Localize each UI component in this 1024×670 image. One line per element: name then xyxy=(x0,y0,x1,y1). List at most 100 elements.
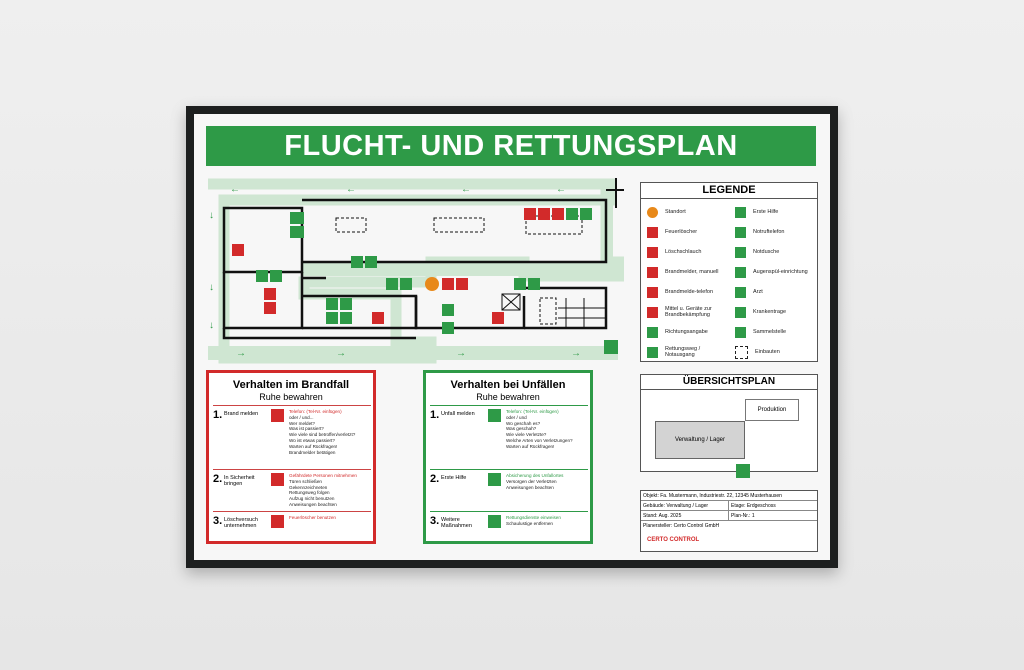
first-aid-sign-icon xyxy=(488,409,501,422)
legend-item-label: Augenspül-einrichtung xyxy=(753,269,808,275)
eyewash-icon xyxy=(735,266,746,278)
svg-text:→: → xyxy=(336,348,346,359)
fire-safety-sign-icon xyxy=(271,515,284,528)
overview-plan: ÜBERSICHTSPLAN Produktion Verwaltung / L… xyxy=(640,374,818,472)
info-creator: Planersteller: Certo Control GmbH xyxy=(643,523,720,529)
legend-item-label: Krankentrage xyxy=(753,309,787,315)
step-number: 3. xyxy=(430,515,440,527)
step-details: Feuerlöscher benutzen xyxy=(289,515,371,521)
certo-control-logo: CERTO CONTROL xyxy=(647,537,700,543)
step-detail-line: Gekennzeichneten xyxy=(289,484,328,490)
step-number: 2. xyxy=(430,473,440,485)
info-date: Stand: Aug. 2025 xyxy=(641,511,729,521)
firefighting-equipment-icon xyxy=(647,306,658,318)
step-divider xyxy=(213,511,371,512)
svg-text:→: → xyxy=(571,348,581,359)
legend-heading: LEGENDE xyxy=(641,183,817,199)
step-detail-line: Warten auf Rückfragen! xyxy=(506,443,555,449)
legend-item-label: Erste Hilfe xyxy=(753,209,779,215)
svg-text:←: ← xyxy=(556,184,566,195)
accident-subheading: Ruhe bewahren xyxy=(476,392,540,402)
legend-item-label: Mittel u. Geräte zur Brandbekämpfung xyxy=(665,306,712,318)
plan-info-block: Objekt: Fa. Mustermann, Industriestr. 22… xyxy=(640,490,818,552)
legend-item: Krankentrage xyxy=(729,302,817,322)
legend-item-label: Löschschlauch xyxy=(665,249,702,255)
step-detail-line: Wie viele Verletzte? xyxy=(506,432,547,438)
legend-item: Notruftelefon xyxy=(729,222,817,242)
assembly-point-icon xyxy=(736,464,750,478)
legend-item: Sammelstelle xyxy=(729,322,817,342)
info-building: Gebäude: Verwaltung / Lager xyxy=(641,501,729,511)
step-detail-line: Telefon: (Tel-Nr. einfügen) xyxy=(289,409,342,414)
legend-item: Arzt xyxy=(729,282,817,302)
fire-hose-icon xyxy=(647,246,658,258)
info-floor: Etage: Erdgeschoss xyxy=(729,501,817,511)
step-detail-line: Aufzug nicht benutzen xyxy=(289,496,335,502)
step-detail-line: Anweisungen beachten xyxy=(289,501,337,507)
legend-item: Erste Hilfe xyxy=(729,202,817,222)
step-divider xyxy=(430,511,588,512)
step-detail-line: oder / und xyxy=(506,414,527,420)
evacuation-plan-sheet: FLUCHT- UND RETTUNGSPLAN xyxy=(194,114,830,560)
step-detail-line: Wer meldet? xyxy=(289,420,315,426)
legend-item-label: Arzt xyxy=(753,289,763,295)
emergency-phone-icon xyxy=(735,226,746,238)
fire-alarm-icon xyxy=(647,266,658,278)
legend-item-label: Brandmelder, manuell xyxy=(665,269,719,275)
step-detail-line: Schaulustige entfernen xyxy=(506,520,553,526)
accident-heading: Verhalten bei Unfällen xyxy=(450,379,566,391)
step-number: 2. xyxy=(213,473,223,485)
step-detail-line: Welche Arten von Verletzungen? xyxy=(506,437,573,443)
step-detail-line: Wie viele sind betroffen/verletzt? xyxy=(289,432,356,438)
step-divider xyxy=(430,469,588,470)
legend-item-label: Einbauten xyxy=(755,349,780,355)
direction-arrow-icon xyxy=(647,326,658,338)
step-detail-line: Versorgen der Verletzten xyxy=(506,478,557,484)
step-detail-line: Türen schließen xyxy=(289,478,322,484)
legend-item-label: Rettungsweg / Notausgang xyxy=(665,346,701,358)
legend-item: Notdusche xyxy=(729,242,817,262)
legend-item-label: Notruftelefon xyxy=(753,229,785,235)
legend-item: Brandmelde-telefon xyxy=(641,282,729,302)
step-number: 1. xyxy=(430,409,440,421)
step-detail-line: Absicherung des Unfallortes xyxy=(506,473,564,478)
fire-safety-sign-icon xyxy=(271,473,284,486)
floor-plan: ←←←← →→→→ ↓↓↓ xyxy=(206,178,624,368)
svg-text:↓: ↓ xyxy=(209,210,214,221)
step-detail-line: Telefon: (Tel-Nr. einfügen) xyxy=(506,409,559,414)
legend-item-label: Standort xyxy=(665,209,686,215)
legend-item: Mittel u. Geräte zur Brandbekämpfung xyxy=(641,302,729,322)
step-divider xyxy=(213,405,371,406)
legend-item: Brandmelder, manuell xyxy=(641,262,729,282)
overview-admin-storage: Verwaltung / Lager xyxy=(655,421,745,459)
legend-item: Löschschlauch xyxy=(641,242,729,262)
step-details: Telefon: (Tel-Nr. einfügen)oder / und...… xyxy=(289,409,371,455)
emergency-shower-icon xyxy=(735,246,746,258)
legend-item-label: Brandmelde-telefon xyxy=(665,289,714,295)
step-title: Unfall melden xyxy=(441,411,475,417)
first-aid-sign-icon xyxy=(488,515,501,528)
fire-phone-icon xyxy=(647,286,658,298)
svg-text:←: ← xyxy=(461,184,471,195)
step-title: Löschversuch unternehmen xyxy=(224,517,258,529)
legend-item: Richtungsangabe xyxy=(641,322,729,342)
fire-safety-sign-icon xyxy=(271,409,284,422)
legend-item: Rettungsweg / Notausgang xyxy=(641,342,729,362)
legend-item: Feuerlöscher xyxy=(641,222,729,242)
legend-item-label: Notdusche xyxy=(753,249,780,255)
fire-extinguisher-icon xyxy=(647,226,658,238)
plan-title: FLUCHT- UND RETTUNGSPLAN xyxy=(206,126,816,166)
step-detail-line: Was geschah? xyxy=(506,426,537,432)
step-detail-line: Feuerlöscher benutzen xyxy=(289,515,336,520)
step-detail-line: Was ist passiert? xyxy=(289,426,324,432)
fire-subheading: Ruhe bewahren xyxy=(259,392,323,402)
step-detail-line: Gefährdete Personen mitnehmen xyxy=(289,473,357,478)
step-title: Weitere Maßnahmen xyxy=(441,517,472,529)
info-plan-number: Plan-Nr.: 1 xyxy=(729,511,817,521)
svg-text:→: → xyxy=(456,348,466,359)
assembly-point-icon xyxy=(735,326,746,338)
step-detail-line: Warten auf Rückfragen! xyxy=(289,443,338,449)
overview-production: Produktion xyxy=(745,399,799,421)
